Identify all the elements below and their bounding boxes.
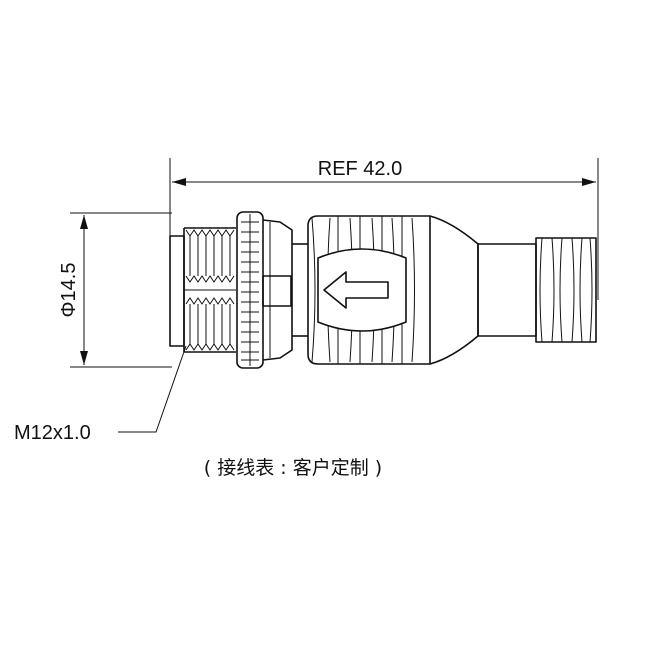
grip-housing [307,215,431,365]
diameter-dimension: Φ14.5 [58,212,172,368]
arrow-left-icon [323,271,389,309]
taper-section [429,215,479,365]
cable-boot [477,237,597,343]
knurled-nut [236,211,264,369]
threaded-front [169,227,236,353]
thread-label: M12x1.0 [14,422,91,444]
length-dimension-label: REF 42.0 [318,158,402,180]
length-dimension: REF 42.0 [169,158,599,300]
diameter-dimension-label: Φ14.5 [58,263,80,318]
wiring-caption: ( 接线表 : 客户定制 ) [204,457,382,479]
thread-leader: M12x1.0 [14,345,187,444]
connector-body [169,211,597,369]
neck [262,219,308,361]
